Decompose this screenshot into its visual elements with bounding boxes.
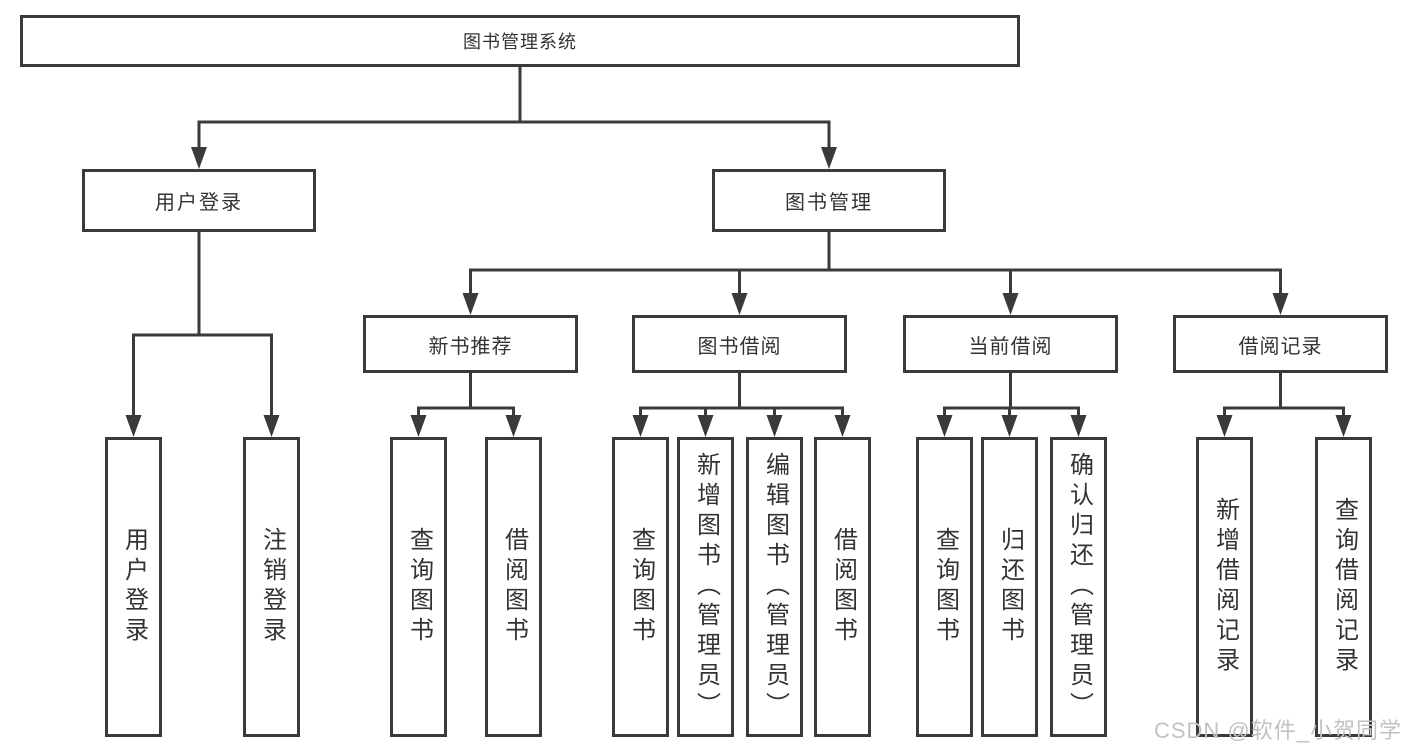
- node-borrowing-records: 借阅记录: [1173, 315, 1388, 373]
- arrowheads: [125, 147, 1352, 437]
- leaf-br-query-borrow-record-label: 查询借阅记录: [1330, 497, 1358, 677]
- leaf-bb-query-books-label: 查询图书: [627, 527, 655, 647]
- leaf-cb-query-books: 查询图书: [916, 437, 973, 737]
- leaf-bb-add-book-admin-label: 新增图书（管理员）: [692, 452, 720, 722]
- leaf-cb-query-books-label: 查询图书: [931, 527, 959, 647]
- leaf-cb-confirm-return-admin-label: 确认归还（管理员）: [1065, 452, 1093, 722]
- leaf-br-add-borrow-record: 新增借阅记录: [1196, 437, 1253, 737]
- leaf-nbr-query-books-label: 查询图书: [405, 527, 433, 647]
- leaf-br-query-borrow-record: 查询借阅记录: [1315, 437, 1372, 737]
- node-current-borrowing: 当前借阅: [903, 315, 1118, 373]
- leaf-bb-edit-book-admin: 编辑图书（管理员）: [746, 437, 803, 737]
- node-book-borrowing: 图书借阅: [632, 315, 847, 373]
- leaf-user-login-label: 用户登录: [120, 527, 148, 647]
- leaf-user-login: 用户登录: [105, 437, 162, 737]
- leaf-nbr-query-books: 查询图书: [390, 437, 447, 737]
- leaf-cb-confirm-return-admin: 确认归还（管理员）: [1050, 437, 1107, 737]
- leaf-bb-query-books: 查询图书: [612, 437, 669, 737]
- leaf-logout-label: 注销登录: [258, 527, 286, 647]
- leaf-nbr-borrow-books-label: 借阅图书: [500, 527, 528, 647]
- node-book-management: 图书管理: [712, 169, 946, 232]
- node-new-book-recommend: 新书推荐: [363, 315, 578, 373]
- watermark-text: CSDN @软件_小贺同学: [1153, 718, 1402, 743]
- leaf-bb-add-book-admin: 新增图书（管理员）: [677, 437, 734, 737]
- leaf-bb-borrow-books: 借阅图书: [814, 437, 871, 737]
- leaf-br-add-borrow-record-label: 新增借阅记录: [1211, 497, 1239, 677]
- node-user-login: 用户登录: [82, 169, 316, 232]
- leaf-bb-edit-book-admin-label: 编辑图书（管理员）: [761, 452, 789, 722]
- leaf-cb-return-books: 归还图书: [981, 437, 1038, 737]
- leaf-logout: 注销登录: [243, 437, 300, 737]
- leaf-nbr-borrow-books: 借阅图书: [485, 437, 542, 737]
- leaf-bb-borrow-books-label: 借阅图书: [829, 527, 857, 647]
- leaf-cb-return-books-label: 归还图书: [996, 527, 1024, 647]
- node-root: 图书管理系统: [20, 15, 1020, 67]
